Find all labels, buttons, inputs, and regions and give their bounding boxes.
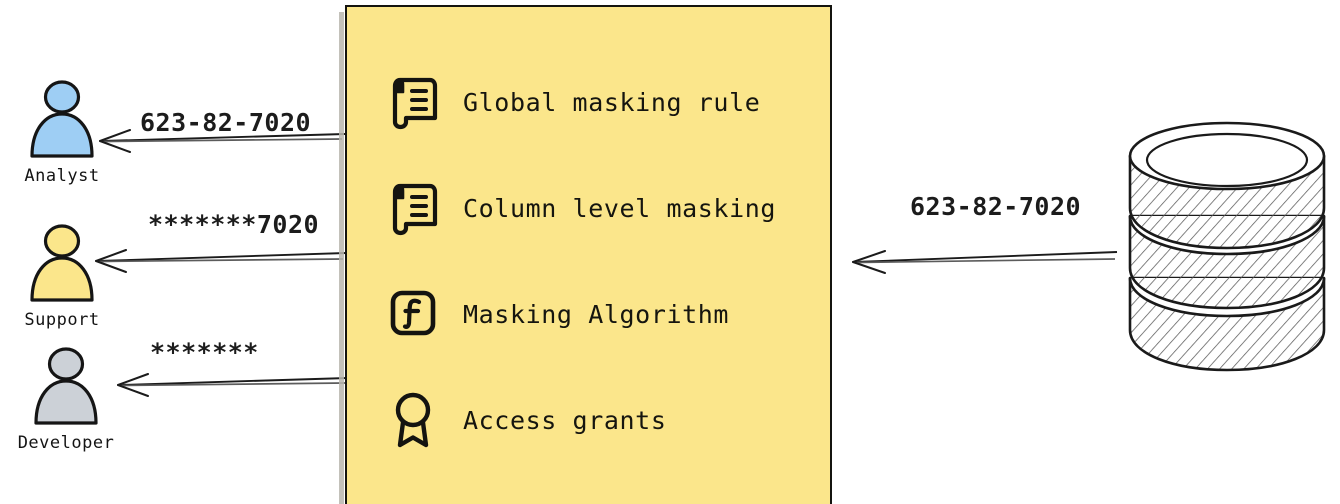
person-icon [30, 80, 94, 158]
developer-person-wrap [6, 345, 126, 431]
policy-row-access-grants[interactable]: Access grants [383, 367, 832, 473]
policy-row-global-masking-rule[interactable]: Global masking rule [383, 49, 832, 155]
masking-policy-list: Global masking rule Column level masking [345, 5, 832, 504]
policy-row-label: Masking Algorithm [463, 299, 730, 329]
support-value-label: *******7020 [148, 210, 320, 239]
policy-row-masking-algorithm[interactable]: Masking Algorithm [383, 261, 832, 367]
actor-developer-label: Developer [17, 433, 115, 453]
panel-shadow [339, 12, 344, 504]
function-square-icon [383, 283, 443, 345]
arrow-to-developer [117, 373, 349, 397]
database-value-label: 623-82-7020 [910, 192, 1082, 221]
actor-developer: Developer [6, 345, 126, 453]
policy-row-label: Access grants [463, 405, 667, 435]
person-icon [34, 347, 98, 425]
policy-row-label: Column level masking [463, 193, 777, 223]
database-cylinder-icon [1118, 118, 1336, 394]
arrow-to-support [95, 249, 347, 273]
award-ribbon-icon [383, 389, 443, 451]
person-icon [30, 224, 94, 302]
actor-support: Support [2, 222, 122, 330]
developer-value-label: ******* [150, 338, 259, 367]
support-person-wrap [2, 222, 122, 308]
policy-row-column-level-masking[interactable]: Column level masking [383, 155, 832, 261]
analyst-person-wrap [2, 78, 122, 164]
analyst-value-label: 623-82-7020 [140, 108, 312, 137]
actor-support-label: Support [24, 310, 100, 330]
scroll-document-icon [383, 177, 443, 239]
actor-analyst: Analyst [2, 78, 122, 186]
scroll-document-icon [383, 71, 443, 133]
arrow-from-database [852, 250, 1118, 274]
policy-row-label: Global masking rule [463, 87, 761, 117]
arrow-to-analyst [99, 129, 346, 153]
actor-analyst-label: Analyst [24, 166, 100, 186]
